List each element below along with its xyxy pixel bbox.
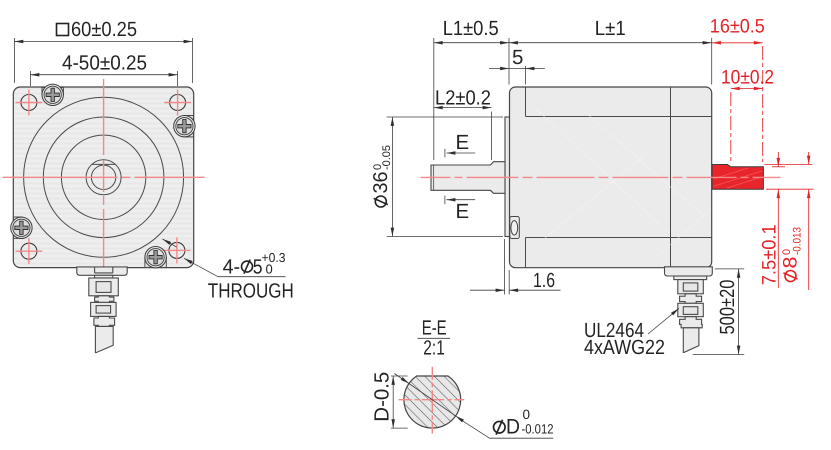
svg-text:0: 0 — [266, 261, 273, 276]
svg-text:4xAWG22: 4xAWG22 — [584, 336, 665, 359]
svg-text:L1±0.5: L1±0.5 — [443, 17, 499, 40]
svg-text:UL2464: UL2464 — [584, 319, 644, 342]
svg-text:36: 36 — [370, 172, 392, 194]
svg-text:E-E: E-E — [422, 317, 447, 340]
svg-text:+0.3: +0.3 — [262, 250, 286, 265]
svg-text:500±20: 500±20 — [716, 280, 739, 335]
svg-text:16±0.5: 16±0.5 — [710, 16, 765, 38]
svg-text:5: 5 — [512, 46, 523, 69]
svg-text:10±0.2: 10±0.2 — [721, 67, 774, 89]
svg-text:8: 8 — [780, 257, 802, 269]
svg-text:0: 0 — [372, 164, 384, 170]
svg-text:E: E — [456, 200, 470, 223]
svg-text:-0.012: -0.012 — [522, 422, 554, 437]
svg-text:2:1: 2:1 — [423, 337, 445, 360]
svg-text:-0.05: -0.05 — [381, 145, 393, 170]
svg-text:L2±0.2: L2±0.2 — [435, 86, 491, 109]
svg-text:D: D — [506, 416, 520, 439]
svg-text:-0.013: -0.013 — [792, 227, 804, 255]
svg-text:E: E — [456, 131, 470, 154]
svg-text:L±1: L±1 — [595, 17, 626, 40]
svg-text:0: 0 — [523, 407, 531, 422]
svg-text:THROUGH: THROUGH — [208, 279, 294, 302]
svg-text:4-50±0.25: 4-50±0.25 — [62, 52, 147, 75]
svg-text:5: 5 — [253, 255, 263, 278]
svg-text:60±0.25: 60±0.25 — [71, 18, 137, 41]
svg-text:0: 0 — [781, 249, 793, 255]
svg-text:D-0.5: D-0.5 — [371, 372, 394, 422]
svg-text:1.6: 1.6 — [533, 269, 555, 292]
svg-text:7.5±0.1: 7.5±0.1 — [759, 224, 781, 285]
svg-text:4-: 4- — [223, 255, 241, 278]
